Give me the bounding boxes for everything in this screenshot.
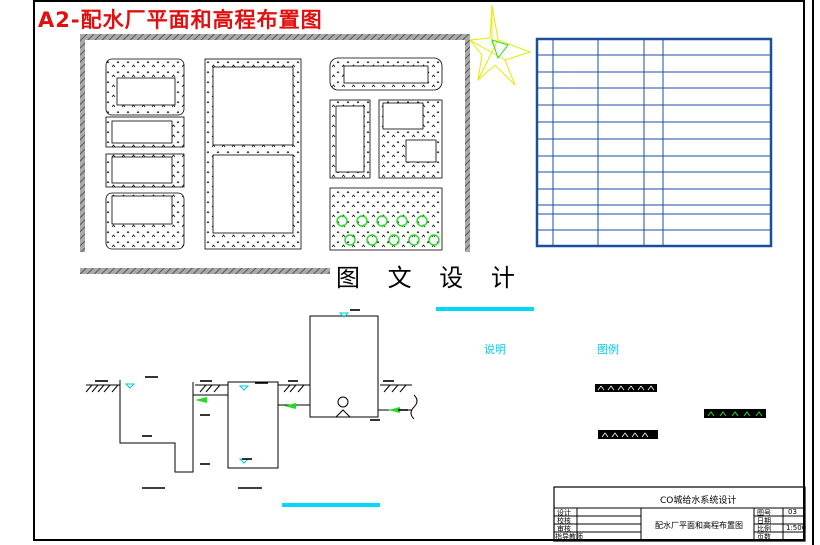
north-arrow-icon <box>469 4 532 86</box>
left-basins <box>105 58 185 250</box>
row-label-review: 审核 <box>557 525 571 533</box>
legend-symbols <box>595 384 766 439</box>
tree-symbols <box>336 215 440 246</box>
row-label-check: 校核 <box>557 517 571 525</box>
row-label-advisor: 指导教师 <box>555 533 583 541</box>
elevation-profile <box>85 315 418 473</box>
title-block <box>553 486 806 542</box>
cyan-bar-top <box>436 307 534 311</box>
elevation-labels <box>95 309 408 489</box>
drawing-frame <box>33 0 805 541</box>
clearwater-tanks <box>204 58 302 250</box>
right-label-scale: 比例 <box>757 525 771 533</box>
site-boundary <box>80 34 470 274</box>
flow-arrows <box>195 397 400 413</box>
explanation-label: 说明 <box>484 343 506 356</box>
drawing-name: 配水厂平面和高程布置图 <box>655 521 743 530</box>
right-label-drawing-no: 图号 <box>757 509 771 517</box>
drawing-title: A2-配水厂平面和高程布置图 <box>38 8 323 32</box>
right-buildings <box>329 57 443 251</box>
drawing-no-value: 03 <box>788 508 797 516</box>
scale-value: 1:500 <box>786 524 807 532</box>
right-label-pages: 页数 <box>757 533 771 541</box>
equipment-table <box>535 37 773 248</box>
right-label-date: 日期 <box>757 517 771 525</box>
row-label-design: 设计 <box>557 509 571 517</box>
cyan-bar-bottom <box>282 503 380 507</box>
legend-label: 图例 <box>597 343 619 356</box>
project-name: CO城给水系统设计 <box>660 496 737 506</box>
center-title: 图 文 设 计 <box>336 264 525 292</box>
outer-frame-edge <box>812 0 814 545</box>
water-level-marks <box>124 312 350 464</box>
